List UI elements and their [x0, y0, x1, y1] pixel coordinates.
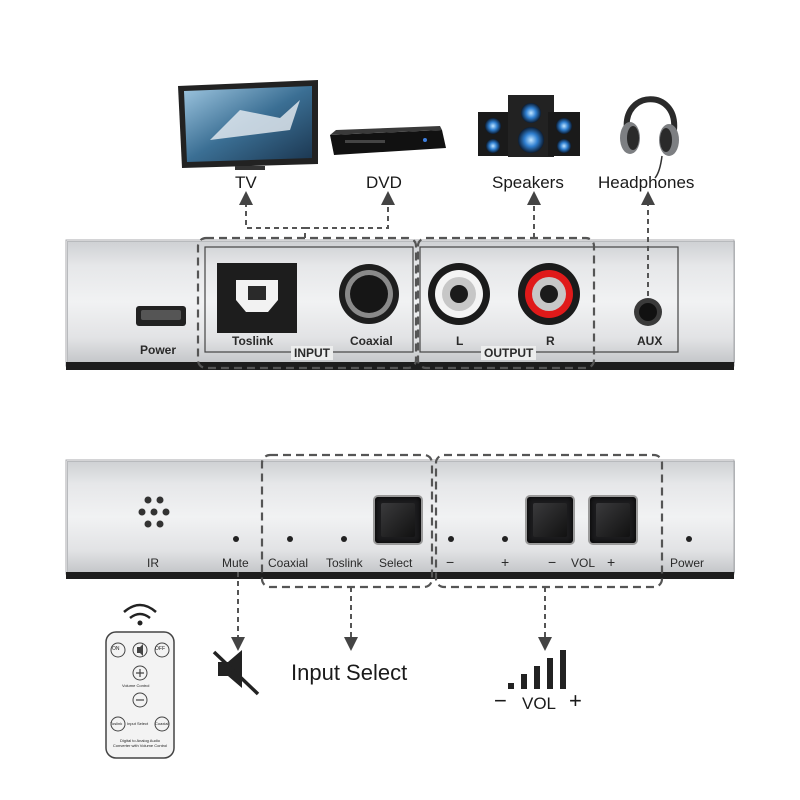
vol-min-label: − — [446, 554, 455, 570]
power-led — [686, 536, 692, 542]
vol-up-label: + — [607, 554, 616, 570]
aux-port — [634, 298, 662, 326]
mute-label: Mute — [222, 556, 249, 570]
speakers-label: Speakers — [492, 173, 564, 192]
remote-icon — [105, 631, 175, 759]
speakers-icon — [478, 95, 580, 157]
dvd-label: DVD — [366, 173, 402, 192]
power-port-label: Power — [140, 343, 177, 357]
coaxial-led — [287, 536, 293, 542]
feature-vol-minus: − — [494, 688, 507, 713]
dvd-player-icon — [330, 126, 446, 155]
remote-volume-control-label: Volume Control — [122, 683, 150, 688]
toslink-port — [217, 263, 297, 333]
remote-coaxial-label: Coaxial — [155, 721, 169, 726]
feature-vol-plus: + — [569, 688, 582, 713]
select-button[interactable] — [375, 497, 421, 543]
tv-icon — [178, 80, 318, 170]
coaxial-port-label: Coaxial — [350, 334, 393, 348]
vol-max-label: + — [501, 554, 510, 570]
wifi-signal-icon — [123, 603, 157, 626]
mute-led — [233, 536, 239, 542]
coaxial-port — [339, 264, 399, 324]
remote-input-select-label: Input Select — [127, 721, 149, 726]
coaxial-indicator-label: Coaxial — [268, 556, 309, 570]
left-channel-label: L — [456, 334, 464, 348]
toslink-port-label: Toslink — [232, 334, 274, 348]
headphones-label: Headphones — [598, 173, 695, 192]
remote-off-label: OFF — [155, 646, 165, 652]
ir-sensor — [138, 496, 170, 528]
vol-down-label: − — [548, 554, 557, 570]
power-indicator-label: Power — [670, 556, 705, 570]
input-group-label: INPUT — [291, 346, 333, 360]
remote-toslink-label: Toslink — [110, 721, 123, 726]
power-port — [136, 306, 186, 326]
aux-port-label: AUX — [637, 334, 663, 348]
ir-label: IR — [147, 556, 159, 570]
volume-bars-icon — [508, 650, 566, 689]
headphones-icon — [620, 96, 679, 179]
output-group-label: OUTPUT — [481, 346, 537, 360]
vol-down-button[interactable] — [527, 497, 573, 543]
rca-right-port — [518, 263, 580, 325]
feature-vol-label: VOL — [522, 694, 557, 713]
select-label: Select — [379, 556, 413, 570]
vol-up-button[interactable] — [590, 497, 636, 543]
right-channel-label: R — [546, 334, 555, 348]
vol-max-led — [502, 536, 508, 542]
remote-footer-label: Digital to Analog Audio Converter with V… — [112, 738, 168, 748]
remote-on-label: ON — [112, 646, 120, 652]
input-select-label: Input Select — [291, 660, 408, 685]
toslink-led — [341, 536, 347, 542]
rca-left-port — [428, 263, 490, 325]
vol-min-led — [448, 536, 454, 542]
vol-label: VOL — [571, 556, 596, 570]
toslink-indicator-label: Toslink — [326, 556, 363, 570]
tv-label: TV — [235, 173, 257, 192]
mute-icon — [212, 650, 260, 696]
